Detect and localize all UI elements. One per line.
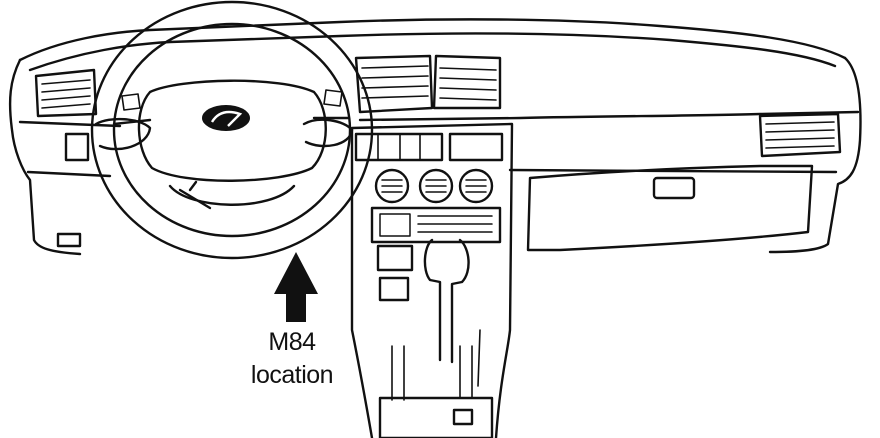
radio-detail	[379, 213, 493, 237]
hazard-switch-dividers	[377, 133, 421, 161]
console-ridges	[391, 329, 481, 401]
wiper-stalk	[302, 118, 354, 148]
steering-wheel-spokes	[112, 116, 350, 206]
right-vent-slats	[765, 121, 835, 149]
lighter-socket	[378, 276, 410, 302]
radio-unit	[370, 206, 502, 244]
hyundai-logo-icon	[202, 105, 250, 131]
left-vent-slats	[41, 79, 91, 109]
callout-label-line2: location	[250, 361, 334, 389]
lower-switch-block	[376, 244, 414, 272]
dashboard-top-outline	[18, 18, 847, 62]
climate-knob-center	[418, 168, 454, 204]
callout-label-line1: M84	[268, 328, 316, 356]
up-arrow-icon	[274, 252, 318, 322]
dashboard-top-inner-line	[28, 32, 837, 72]
glove-box	[526, 164, 814, 252]
clock-display	[448, 132, 504, 162]
turn-signal-stalk	[94, 117, 152, 151]
dashboard-mid-band	[26, 168, 838, 178]
console-latch	[452, 408, 474, 426]
left-air-vent	[34, 68, 98, 118]
center-air-vent-right	[432, 54, 502, 110]
right-air-vent	[758, 112, 842, 158]
steering-wheel-outer	[90, 0, 374, 260]
left-lower-switch	[56, 232, 82, 248]
wheel-spoke-buttons	[121, 89, 343, 111]
console-box	[378, 396, 494, 438]
steering-wheel-inner	[112, 22, 352, 238]
center-stack-outline	[350, 122, 514, 438]
dashboard-upper-band	[18, 110, 860, 128]
left-switch	[64, 132, 90, 162]
climate-knob-grips	[381, 179, 487, 193]
glove-box-latch	[652, 176, 696, 200]
steering-wheel-hub	[137, 79, 327, 182]
gear-shifter	[423, 238, 470, 364]
center-air-vent-left	[354, 54, 434, 114]
lower-steering-column	[178, 180, 212, 210]
center-vent-slats	[361, 65, 497, 101]
climate-knob-left	[374, 168, 410, 204]
dashboard-right-end	[768, 56, 862, 254]
climate-knob-right	[458, 168, 494, 204]
dashboard-left-end	[8, 58, 82, 256]
hazard-switch-panel	[354, 132, 444, 162]
